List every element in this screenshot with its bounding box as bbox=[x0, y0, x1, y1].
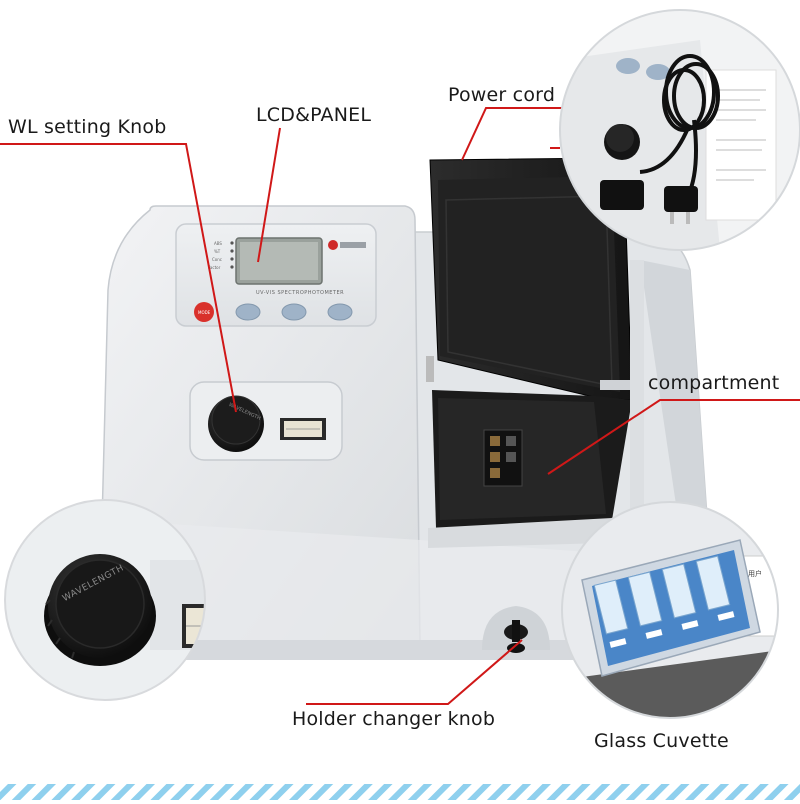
indicator-conc: Conc bbox=[212, 257, 222, 262]
callout-holder-changer-knob: Holder changer knob bbox=[292, 708, 496, 730]
mode-button bbox=[194, 302, 214, 322]
bottom-stripe bbox=[0, 784, 800, 800]
callout-power-cord: Power cord bbox=[448, 84, 556, 106]
panel-button-3 bbox=[327, 303, 353, 321]
zoom-knob-detail: 1000 900 WAVELENGTH bbox=[4, 499, 206, 701]
panel-button-2 bbox=[281, 303, 307, 321]
panel-button-1 bbox=[235, 303, 261, 321]
brand-logo-icon bbox=[328, 240, 338, 250]
callout-glass-cuvette: Glass Cuvette bbox=[594, 730, 729, 752]
callout-compartment: compartment bbox=[648, 372, 780, 394]
model-text: UV-VIS SPECTROPHOTOMETER bbox=[256, 290, 344, 296]
holder-changer-knob bbox=[482, 606, 550, 653]
zoom-power-cord bbox=[559, 9, 800, 251]
callout-lcd-panel: LCD&PANEL bbox=[256, 104, 372, 126]
zoom-glass-cuvette: 用户 bbox=[561, 501, 779, 719]
indicator-factor: Factor bbox=[208, 265, 221, 270]
mode-button-label: MODE bbox=[198, 310, 211, 315]
callout-wl-setting-knob: WL setting Knob bbox=[8, 116, 167, 138]
callout-lines bbox=[0, 107, 800, 705]
wavelength-module: WAVELENGTH bbox=[189, 381, 343, 461]
indicator-t: %T bbox=[214, 249, 221, 254]
indicator-abs: ABS bbox=[214, 241, 222, 246]
control-panel: ABS %T Conc Factor UV-VIS SPECTROPHOTOME… bbox=[175, 223, 377, 327]
box-label-text: 用户 bbox=[748, 569, 762, 578]
